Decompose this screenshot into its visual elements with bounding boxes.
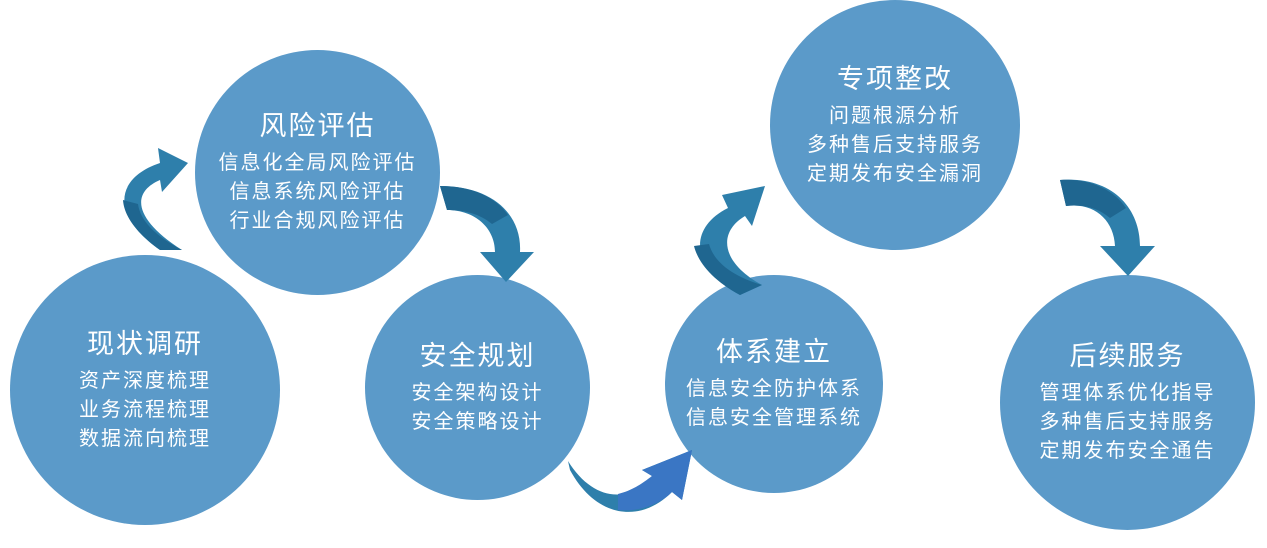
arrow-body: [440, 186, 534, 282]
step-title: 专项整改: [837, 63, 953, 95]
arrow-body: [568, 450, 692, 512]
step-research: 现状调研 资产深度梳理 业务流程梳理 数据流向梳理: [10, 255, 280, 525]
step-item: 业务流程梳理: [79, 396, 211, 421]
step-item: 信息化全局风险评估: [218, 150, 417, 174]
step-item: 行业合规风险评估: [229, 208, 406, 232]
step-item: 管理体系优化指导: [1039, 380, 1216, 404]
step-item: 安全策略设计: [411, 408, 544, 433]
step-title: 现状调研: [87, 328, 203, 360]
step-follow-up-service: 后续服务 管理体系优化指导 多种售后支持服务 定期发布安全通告: [1000, 275, 1255, 530]
step-title: 体系建立: [716, 337, 832, 368]
step-item: 多种售后支持服务: [807, 131, 983, 156]
step-item: 定期发布安全漏洞: [807, 160, 983, 185]
step-item: 定期发布安全通告: [1039, 438, 1216, 462]
step-title: 后续服务: [1069, 341, 1186, 372]
arrow-shade: [123, 200, 182, 250]
step-item: 多种售后支持服务: [1039, 409, 1216, 433]
arrow-risk-to-planning: [440, 186, 534, 282]
step-item: 信息系统风险评估: [229, 179, 406, 203]
step-item: 信息安全管理系统: [686, 405, 862, 429]
step-system-building: 体系建立 信息安全防护体系 信息安全管理系统: [665, 275, 883, 493]
arrow-planning-to-system: [568, 450, 692, 512]
arrow-body: [124, 148, 188, 250]
step-security-planning: 安全规划 安全架构设计 安全策略设计: [365, 275, 590, 500]
arrow-shade: [440, 186, 508, 224]
arrow-research-to-risk: [123, 148, 188, 250]
step-title: 安全规划: [419, 340, 536, 372]
step-special-rectification: 专项整改 问题根源分析 多种售后支持服务 定期发布安全漏洞: [770, 0, 1020, 250]
arrow-rectify-to-followup: [1060, 179, 1155, 276]
step-item: 安全架构设计: [411, 379, 544, 404]
step-title: 风险评估: [259, 111, 376, 142]
arrow-shade: [1060, 179, 1126, 218]
arrow-body: [1060, 179, 1155, 276]
step-risk-assessment: 风险评估 信息化全局风险评估 信息系统风险评估 行业合规风险评估: [195, 50, 440, 295]
step-item: 数据流向梳理: [79, 425, 211, 450]
arrow-bright: [618, 450, 692, 511]
step-item: 资产深度梳理: [79, 367, 211, 392]
step-item: 信息安全防护体系: [686, 376, 862, 400]
step-item: 问题根源分析: [829, 102, 961, 127]
